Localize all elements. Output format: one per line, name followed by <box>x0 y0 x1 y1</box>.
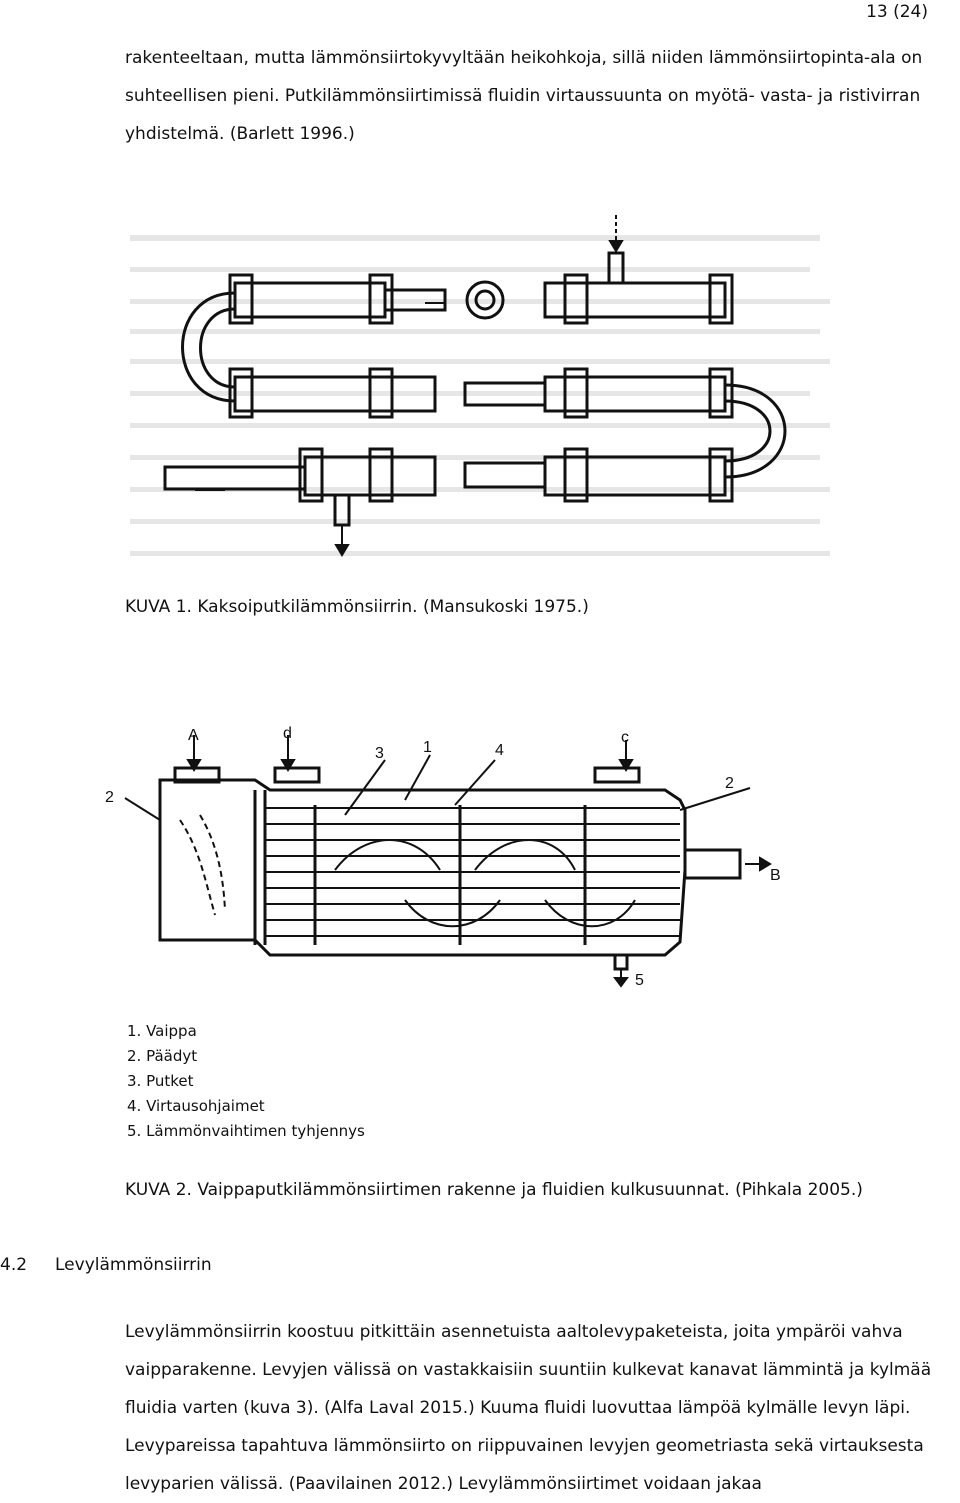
legend-item: 5. Lämmönvaihtimen tyhjennys <box>127 1122 365 1140</box>
label-B: B <box>770 867 781 884</box>
legend-item: 2. Päädyt <box>127 1047 197 1065</box>
figure-2-legend: 1. Vaippa 2. Päädyt 3. Putket 4. Virtaus… <box>127 1022 365 1140</box>
label-c: c <box>621 729 629 746</box>
section-title: Levylämmönsiirrin <box>55 1255 212 1275</box>
label-A: A <box>188 727 199 744</box>
section-number: 4.2 <box>0 1255 28 1275</box>
label-5: 5 <box>635 972 644 989</box>
section-heading: 4.2 Levylämmönsiirrin <box>0 1255 212 1275</box>
label-3: 3 <box>375 745 384 762</box>
section-paragraph: Levylämmönsiirrin koostuu pitkittäin ase… <box>125 1322 932 1494</box>
page-number: 13 (24) <box>866 2 928 22</box>
label-2-left: 2 <box>105 789 114 806</box>
figure-2-shell-and-tube-exchanger: A d 3 1 4 c 2 2 B 5 1. Vaippa 2. Päädyt … <box>105 720 815 1150</box>
legend-item: 4. Virtausohjaimet <box>127 1097 265 1115</box>
intro-paragraph: rakenteeltaan, mutta lämmönsiirtokyvyltä… <box>125 48 923 144</box>
label-2-right: 2 <box>725 775 734 792</box>
figure-1-caption: KUVA 1. Kaksoiputkilämmönsiirrin. (Mansu… <box>125 597 589 617</box>
label-d: d <box>283 725 292 742</box>
legend-item: 3. Putket <box>127 1072 194 1090</box>
label-4: 4 <box>495 742 504 759</box>
figure-2-caption: KUVA 2. Vaippaputkilämmönsiirtimen raken… <box>125 1180 863 1200</box>
label-1: 1 <box>423 739 432 756</box>
legend-item: 1. Vaippa <box>127 1022 197 1040</box>
figure-1-double-pipe-exchanger <box>125 205 837 585</box>
